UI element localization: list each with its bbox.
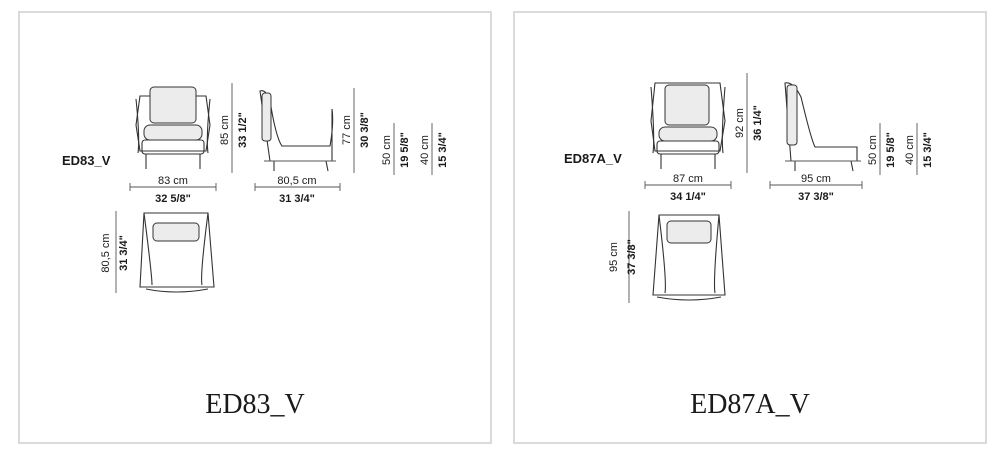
arm-height-in: 19 5/8" <box>885 132 897 168</box>
height-in: 36 1/4" <box>752 105 764 141</box>
product-card-ed83-v: ED83_V 83 cm 32 5/8" 85 cm 33 1/2" <box>18 11 492 444</box>
height-in: 33 1/2" <box>237 112 249 148</box>
height-dimension: 85 cm 33 1/2" <box>219 83 249 173</box>
side-view-armchair <box>784 82 861 172</box>
front-width-dimension: 83 cm 32 5/8" <box>129 175 217 205</box>
top-view-armchair <box>139 212 215 293</box>
model-label: ED83_V <box>62 153 111 168</box>
back-height-in: 30 3/8" <box>359 112 371 148</box>
top-view-armchair <box>652 214 726 301</box>
back-height-dimension: 77 cm 30 3/8" <box>341 88 371 173</box>
side-depth-cm: 80,5 cm <box>277 175 316 187</box>
arm-height-dimension: 50 cm 19 5/8" <box>381 123 411 175</box>
product-caption: ED87A_V <box>690 389 810 420</box>
height-cm: 85 cm <box>219 115 231 145</box>
front-width-in: 32 5/8" <box>155 193 191 205</box>
product-card-ed87a-v: ED87A_V 87 cm 34 1/4" 92 cm 36 1/4" <box>513 11 987 444</box>
front-view-armchair <box>135 86 211 169</box>
side-depth-in: 37 3/8" <box>798 191 834 203</box>
arm-height-cm: 50 cm <box>381 135 393 165</box>
front-width-in: 34 1/4" <box>670 191 706 203</box>
seat-height-cm: 40 cm <box>419 135 431 165</box>
seat-height-dimension: 40 cm 15 3/4" <box>904 123 934 175</box>
seat-height-in: 15 3/4" <box>437 132 449 168</box>
arm-height-in: 19 5/8" <box>399 132 411 168</box>
ed83-v-dimension-drawing: ED83_V 83 cm 32 5/8" 85 cm 33 1/2" <box>62 83 449 293</box>
top-depth-in: 37 3/8" <box>626 239 638 275</box>
side-depth-dimension: 80,5 cm 31 3/4" <box>254 175 341 205</box>
top-depth-dimension: 80,5 cm 31 3/4" <box>100 211 130 293</box>
front-width-dimension: 87 cm 34 1/4" <box>644 173 732 203</box>
seat-height-in: 15 3/4" <box>922 132 934 168</box>
top-depth-in: 31 3/4" <box>118 235 130 271</box>
model-label: ED87A_V <box>564 151 622 166</box>
seat-height-cm: 40 cm <box>904 135 916 165</box>
side-depth-in: 31 3/4" <box>279 193 315 205</box>
top-depth-dimension: 95 cm 37 3/8" <box>608 211 638 303</box>
side-depth-dimension: 95 cm 37 3/8" <box>769 173 863 203</box>
side-depth-cm: 95 cm <box>801 173 831 185</box>
front-width-cm: 83 cm <box>158 175 188 187</box>
ed87a-v-dimension-drawing: ED87A_V 87 cm 34 1/4" 92 cm 36 1/4" <box>564 73 934 303</box>
height-cm: 92 cm <box>734 108 746 138</box>
arm-height-dimension: 50 cm 19 5/8" <box>867 123 897 175</box>
front-view-armchair <box>650 82 726 169</box>
arm-height-cm: 50 cm <box>867 135 879 165</box>
product-caption: ED83_V <box>205 389 305 420</box>
side-view-armchair <box>259 90 336 172</box>
top-depth-cm: 80,5 cm <box>100 233 112 272</box>
seat-height-dimension: 40 cm 15 3/4" <box>419 123 449 175</box>
back-height-cm: 77 cm <box>341 115 353 145</box>
front-width-cm: 87 cm <box>673 173 703 185</box>
height-dimension: 92 cm 36 1/4" <box>734 73 764 173</box>
top-depth-cm: 95 cm <box>608 242 620 272</box>
